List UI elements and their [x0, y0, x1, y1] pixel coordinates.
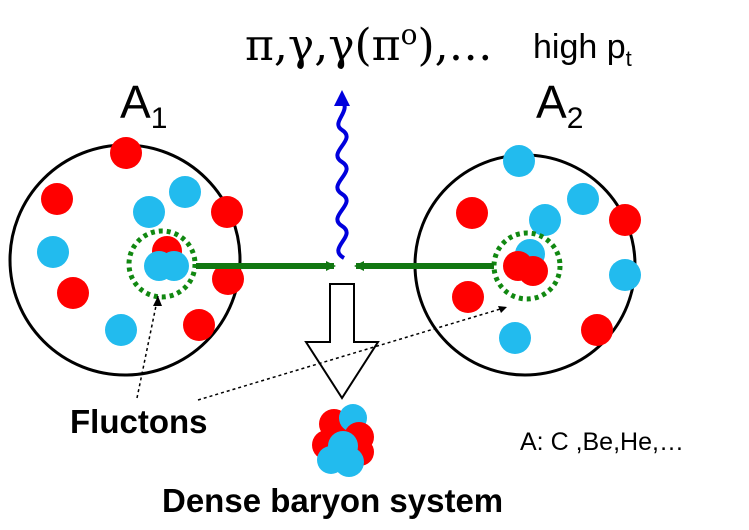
- fluctons-label: Fluctons: [70, 403, 208, 440]
- neutron: [159, 251, 189, 281]
- proton: [609, 204, 641, 236]
- neutron: [609, 259, 641, 291]
- dense-baryon-label: Dense baryon system: [162, 482, 503, 519]
- proton: [41, 183, 73, 215]
- proton: [456, 197, 488, 229]
- neutron: [499, 322, 531, 354]
- nucleus-label-a1: A1: [120, 76, 167, 135]
- proton: [518, 256, 548, 286]
- nuclei-examples-label: A: C ,Be,He,…: [520, 428, 684, 456]
- pointer-arrowhead-left: [153, 296, 162, 306]
- high-pt-text: high pt: [533, 28, 632, 71]
- proton: [183, 309, 215, 341]
- products-text: π,γ,γ(πo),…: [245, 18, 493, 71]
- proton: [581, 314, 613, 346]
- proton: [452, 281, 484, 313]
- photon-arrowhead: [334, 90, 350, 106]
- neutron: [567, 183, 599, 215]
- neutron: [105, 314, 137, 346]
- flucton-pointer-left: [136, 295, 159, 399]
- neutron: [334, 447, 364, 477]
- photon-wave: [335, 98, 349, 260]
- flucton-ring-right: [491, 230, 563, 302]
- neutron: [169, 176, 201, 208]
- flucton-ring-left: [126, 228, 198, 300]
- pointer-arrowhead-right: [498, 306, 507, 313]
- proton: [110, 137, 142, 169]
- neutron: [503, 145, 535, 177]
- down-arrow-hollow: [304, 283, 380, 400]
- nucleus-label-a2: A2: [536, 76, 583, 135]
- nucleus-a1: [8, 137, 244, 377]
- neutron: [37, 236, 69, 268]
- proton: [57, 277, 89, 309]
- neutron: [133, 196, 165, 228]
- proton: [211, 196, 243, 228]
- nucleus-a2: [413, 145, 641, 377]
- proton: [212, 263, 244, 295]
- dense-baryon-cluster: [312, 404, 374, 477]
- neutron: [529, 204, 561, 236]
